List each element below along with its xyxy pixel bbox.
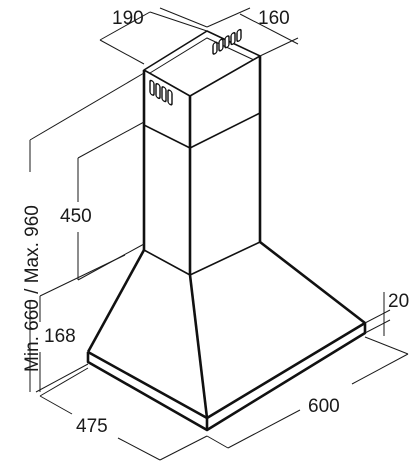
vent-slot xyxy=(236,28,242,42)
dim-line xyxy=(149,11,208,32)
dim-canopy-height-label: 168 xyxy=(44,326,76,347)
chimney-inner-edges xyxy=(149,37,255,74)
vent-slots-left xyxy=(149,79,173,106)
dim-extension xyxy=(77,121,145,159)
dim-line xyxy=(351,353,409,385)
dim-extension xyxy=(35,363,89,393)
dim-total-height-label: Min. 660 / Max. 960 xyxy=(22,205,43,372)
dim-line xyxy=(227,409,301,449)
dim-chimney-width: 190 xyxy=(99,7,208,65)
dim-hood-depth-label: 475 xyxy=(76,416,108,437)
dim-canopy-height: 168 xyxy=(35,254,126,393)
vent-slot xyxy=(155,82,161,100)
dim-hood-width-label: 600 xyxy=(308,396,340,417)
dim-line xyxy=(239,13,299,45)
vent-slot xyxy=(218,38,224,52)
canopy xyxy=(86,240,367,432)
vent-slot xyxy=(161,86,167,103)
dim-extension xyxy=(39,254,126,297)
dim-chimney-width-label: 190 xyxy=(112,8,144,29)
dim-hood-width: 600 xyxy=(206,336,409,449)
vent-slot xyxy=(212,41,218,55)
dim-line xyxy=(206,7,251,28)
dim-line xyxy=(99,39,145,65)
canopy-front-slope xyxy=(188,274,209,419)
chimney-upper-bottom xyxy=(143,112,261,149)
dim-extension xyxy=(39,367,89,397)
dim-extension xyxy=(159,7,208,28)
vent-slot xyxy=(149,79,155,96)
vent-slots-right xyxy=(212,28,242,55)
dim-chimney-depth-label: 160 xyxy=(258,8,290,29)
chimney-lower xyxy=(142,113,262,276)
dim-chimney-height: 450 xyxy=(60,121,145,281)
canopy-right-slope xyxy=(259,240,366,325)
canopy-left-slope xyxy=(86,249,146,353)
dim-extension xyxy=(29,72,145,141)
vent-slot xyxy=(224,35,230,49)
dim-edge-thickness: 20 xyxy=(364,291,409,336)
chimney-base-line xyxy=(143,241,261,276)
dim-line xyxy=(99,11,151,41)
vent-slot xyxy=(230,32,236,46)
dim-chimney-depth: 160 xyxy=(206,7,299,57)
dim-extension xyxy=(259,37,299,57)
dim-line xyxy=(117,437,161,461)
vent-slot xyxy=(167,89,173,106)
dim-edge-thickness-label: 20 xyxy=(388,291,409,312)
dim-hood-depth: 475 xyxy=(39,367,208,461)
dim-total-height: Min. 660 / Max. 960 xyxy=(22,72,145,392)
dim-line xyxy=(39,395,73,415)
dim-extension xyxy=(364,309,391,324)
dim-extension xyxy=(364,336,409,355)
dim-chimney-height-label: 450 xyxy=(60,206,92,227)
dim-extension xyxy=(159,435,208,461)
dim-extension xyxy=(206,435,229,449)
dim-extension xyxy=(364,319,391,334)
